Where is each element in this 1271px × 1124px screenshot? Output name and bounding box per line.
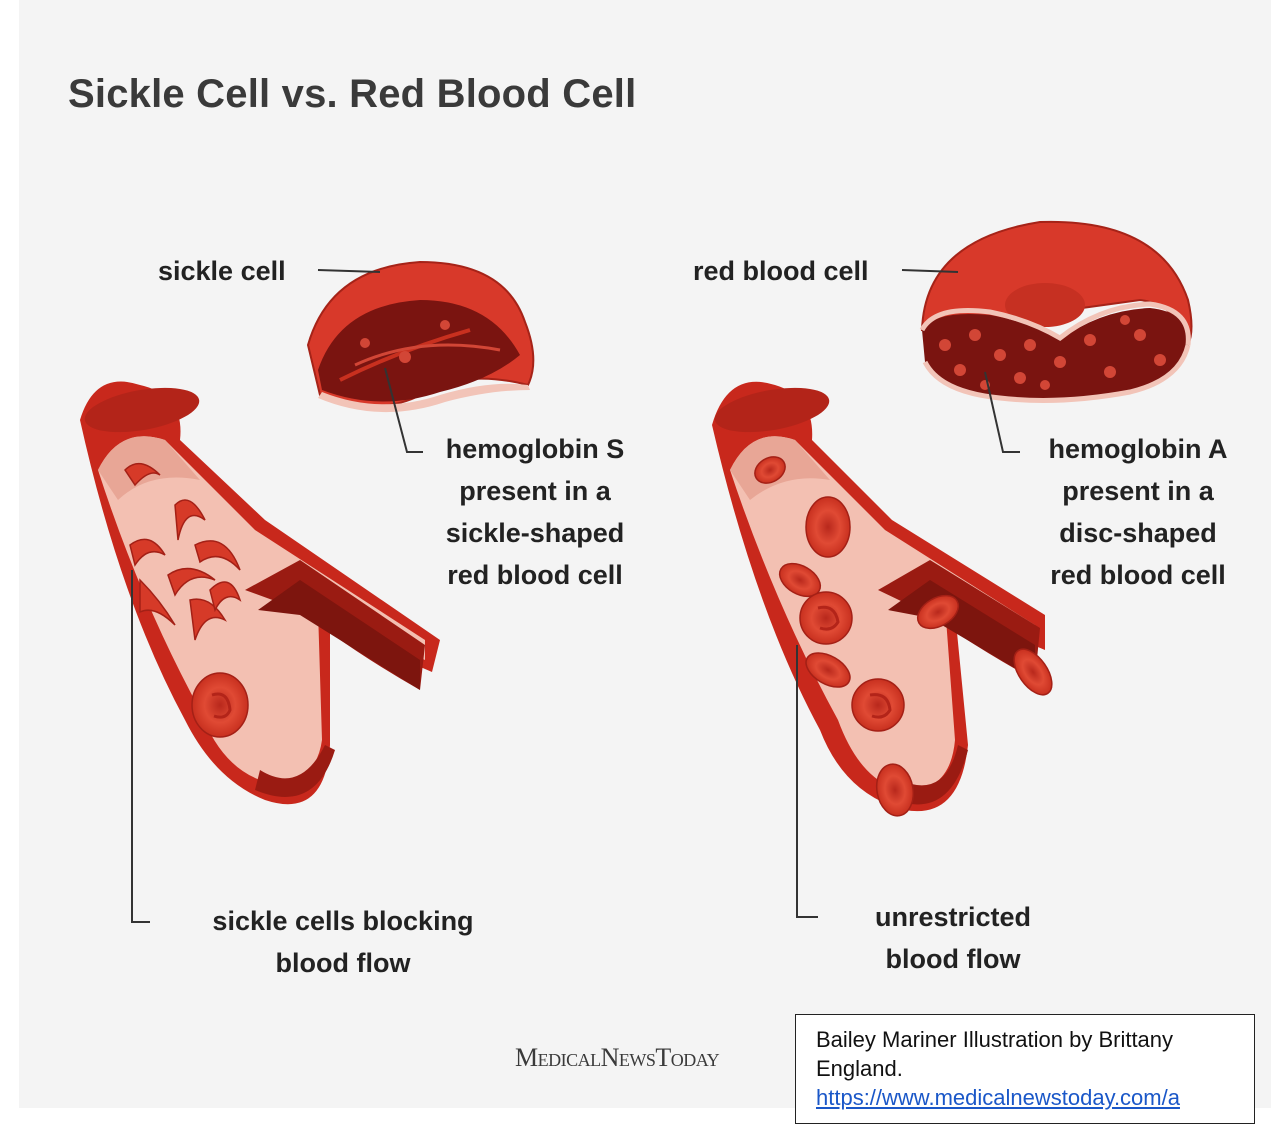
- unrestricted-line-2: blood flow: [838, 938, 1068, 980]
- hemoglobin-s-line-3: sickle-shaped: [425, 512, 645, 554]
- sickle-cell-label: sickle cell: [158, 250, 286, 292]
- hemoglobin-s-line-1: hemoglobin S: [425, 428, 645, 470]
- hemoglobin-a-label: hemoglobin A present in a disc-shaped re…: [1028, 428, 1248, 596]
- hemoglobin-a-line-2: present in a: [1028, 470, 1248, 512]
- blocked-blood-vessel: [80, 380, 440, 804]
- hemoglobin-s-line-2: present in a: [425, 470, 645, 512]
- unrestricted-label: unrestricted blood flow: [838, 896, 1068, 980]
- sickle-cell-cross-section: [308, 262, 533, 412]
- hemoglobin-s-label: hemoglobin S present in a sickle-shaped …: [425, 428, 645, 596]
- hemoglobin-a-line-4: red blood cell: [1028, 554, 1248, 596]
- hemoglobin-a-line-1: hemoglobin A: [1028, 428, 1248, 470]
- hemoglobin-s-line-4: red blood cell: [425, 554, 645, 596]
- red-blood-cell-label: red blood cell: [693, 250, 869, 292]
- medical-news-today-logo: MedicalNewsToday: [515, 1043, 719, 1073]
- unrestricted-line-1: unrestricted: [838, 896, 1068, 938]
- blocking-line-2: blood flow: [188, 942, 498, 984]
- diagram-title: Sickle Cell vs. Red Blood Cell: [68, 72, 636, 117]
- red-blood-cell-cross-section: [922, 222, 1192, 401]
- unrestricted-blood-vessel: [711, 380, 1059, 818]
- blocking-label: sickle cells blocking blood flow: [188, 900, 498, 984]
- blocking-line-1: sickle cells blocking: [188, 900, 498, 942]
- hemoglobin-a-line-3: disc-shaped: [1028, 512, 1248, 554]
- credit-text: Bailey Mariner Illustration by Brittany …: [816, 1027, 1173, 1081]
